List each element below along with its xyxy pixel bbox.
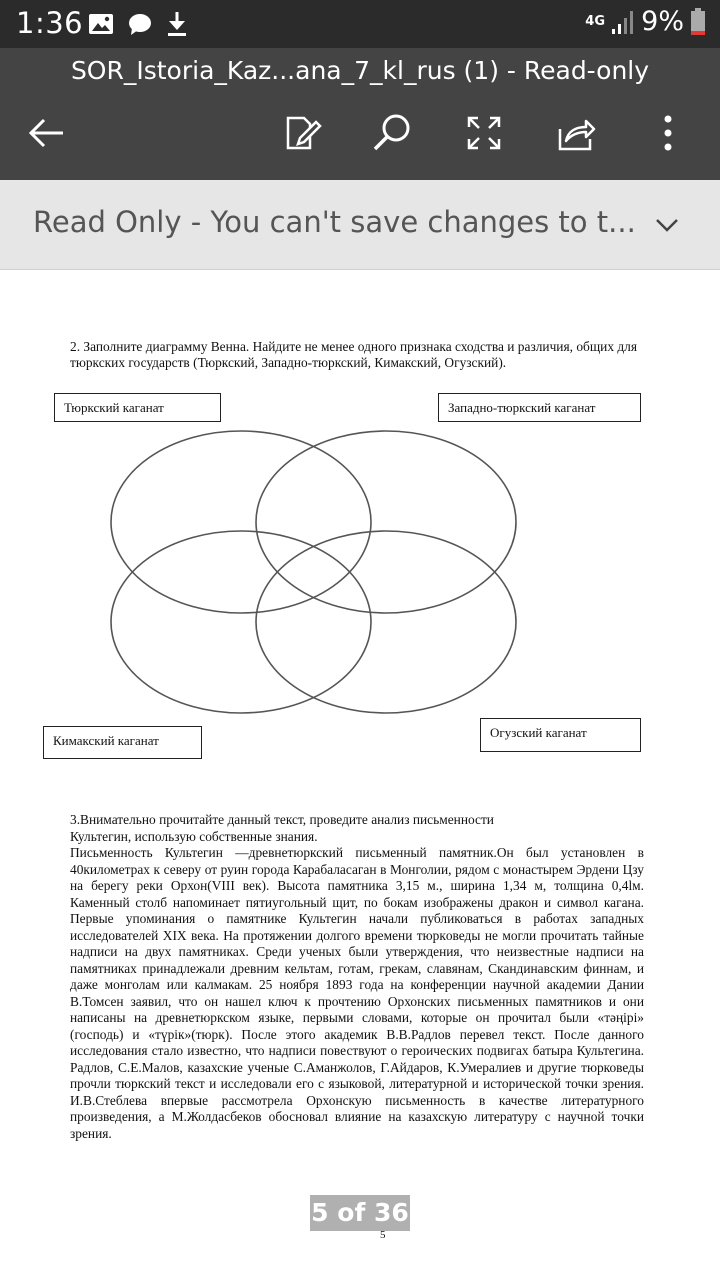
venn-circle-kimak <box>110 530 372 714</box>
fullscreen-button[interactable] <box>461 110 507 156</box>
question-3-body: Письменность Культегин —древнетюркский п… <box>70 845 644 1141</box>
back-arrow-icon <box>28 118 63 148</box>
search-button[interactable] <box>369 110 415 156</box>
page-indicator: 5 of 36 <box>310 1195 410 1231</box>
battery-percent: 9% <box>641 6 684 37</box>
document-title: SOR_Istoria_Kaz...ana_7_kl_rus (1) - Rea… <box>70 56 650 85</box>
download-icon <box>168 12 186 36</box>
share-button[interactable] <box>553 110 599 156</box>
venn-diagram <box>110 430 517 714</box>
image-icon <box>89 14 113 34</box>
more-vert-icon <box>664 115 672 151</box>
message-icon <box>129 14 151 35</box>
question-3-title-line-1: 3.Внимательно прочитайте данный текст, п… <box>70 812 494 827</box>
label-kimak-khaganate: Кимакский каганат <box>43 726 202 759</box>
read-only-message: Read Only - You can't save changes to t.… <box>33 205 636 239</box>
battery-icon <box>691 7 705 35</box>
share-icon <box>558 119 596 151</box>
search-icon <box>373 114 410 151</box>
label-oguz-khaganate: Огузский каганат <box>480 718 641 752</box>
label-turk-khaganate: Тюркский каганат <box>54 393 221 422</box>
status-bar: 1:36 4G 9% <box>0 0 720 48</box>
network-type: 4G <box>585 14 606 29</box>
notification-icons <box>88 10 188 38</box>
chevron-down-icon[interactable] <box>654 212 680 238</box>
question-3: 3.Внимательно прочитайте данный текст, п… <box>70 812 644 1142</box>
venn-circle-turk <box>110 430 372 614</box>
question-3-title-line-2: Культегин, использую собственные знания. <box>70 828 318 844</box>
fullscreen-icon <box>467 116 501 150</box>
edit-icon <box>286 116 322 150</box>
back-button[interactable] <box>24 110 70 156</box>
venn-circle-west <box>255 430 517 614</box>
read-only-banner[interactable]: Read Only - You can't save changes to t.… <box>0 180 720 270</box>
edit-button[interactable] <box>279 110 325 156</box>
status-time: 1:36 <box>16 6 84 40</box>
signal-icon <box>612 10 634 34</box>
venn-circle-oguz <box>255 530 517 714</box>
question-2-text: 2. Заполните диаграмму Венна. Найдите не… <box>70 339 638 370</box>
status-right: 4G 9% <box>585 6 706 37</box>
more-options-button[interactable] <box>645 110 691 156</box>
page-number: 5 <box>380 1229 386 1241</box>
document-page[interactable]: 2. Заполните диаграмму Венна. Найдите не… <box>0 271 720 1280</box>
label-west-turk-khaganate: Западно-тюркский каганат <box>438 393 641 422</box>
app-bar: SOR_Istoria_Kaz...ana_7_kl_rus (1) - Rea… <box>0 48 720 180</box>
